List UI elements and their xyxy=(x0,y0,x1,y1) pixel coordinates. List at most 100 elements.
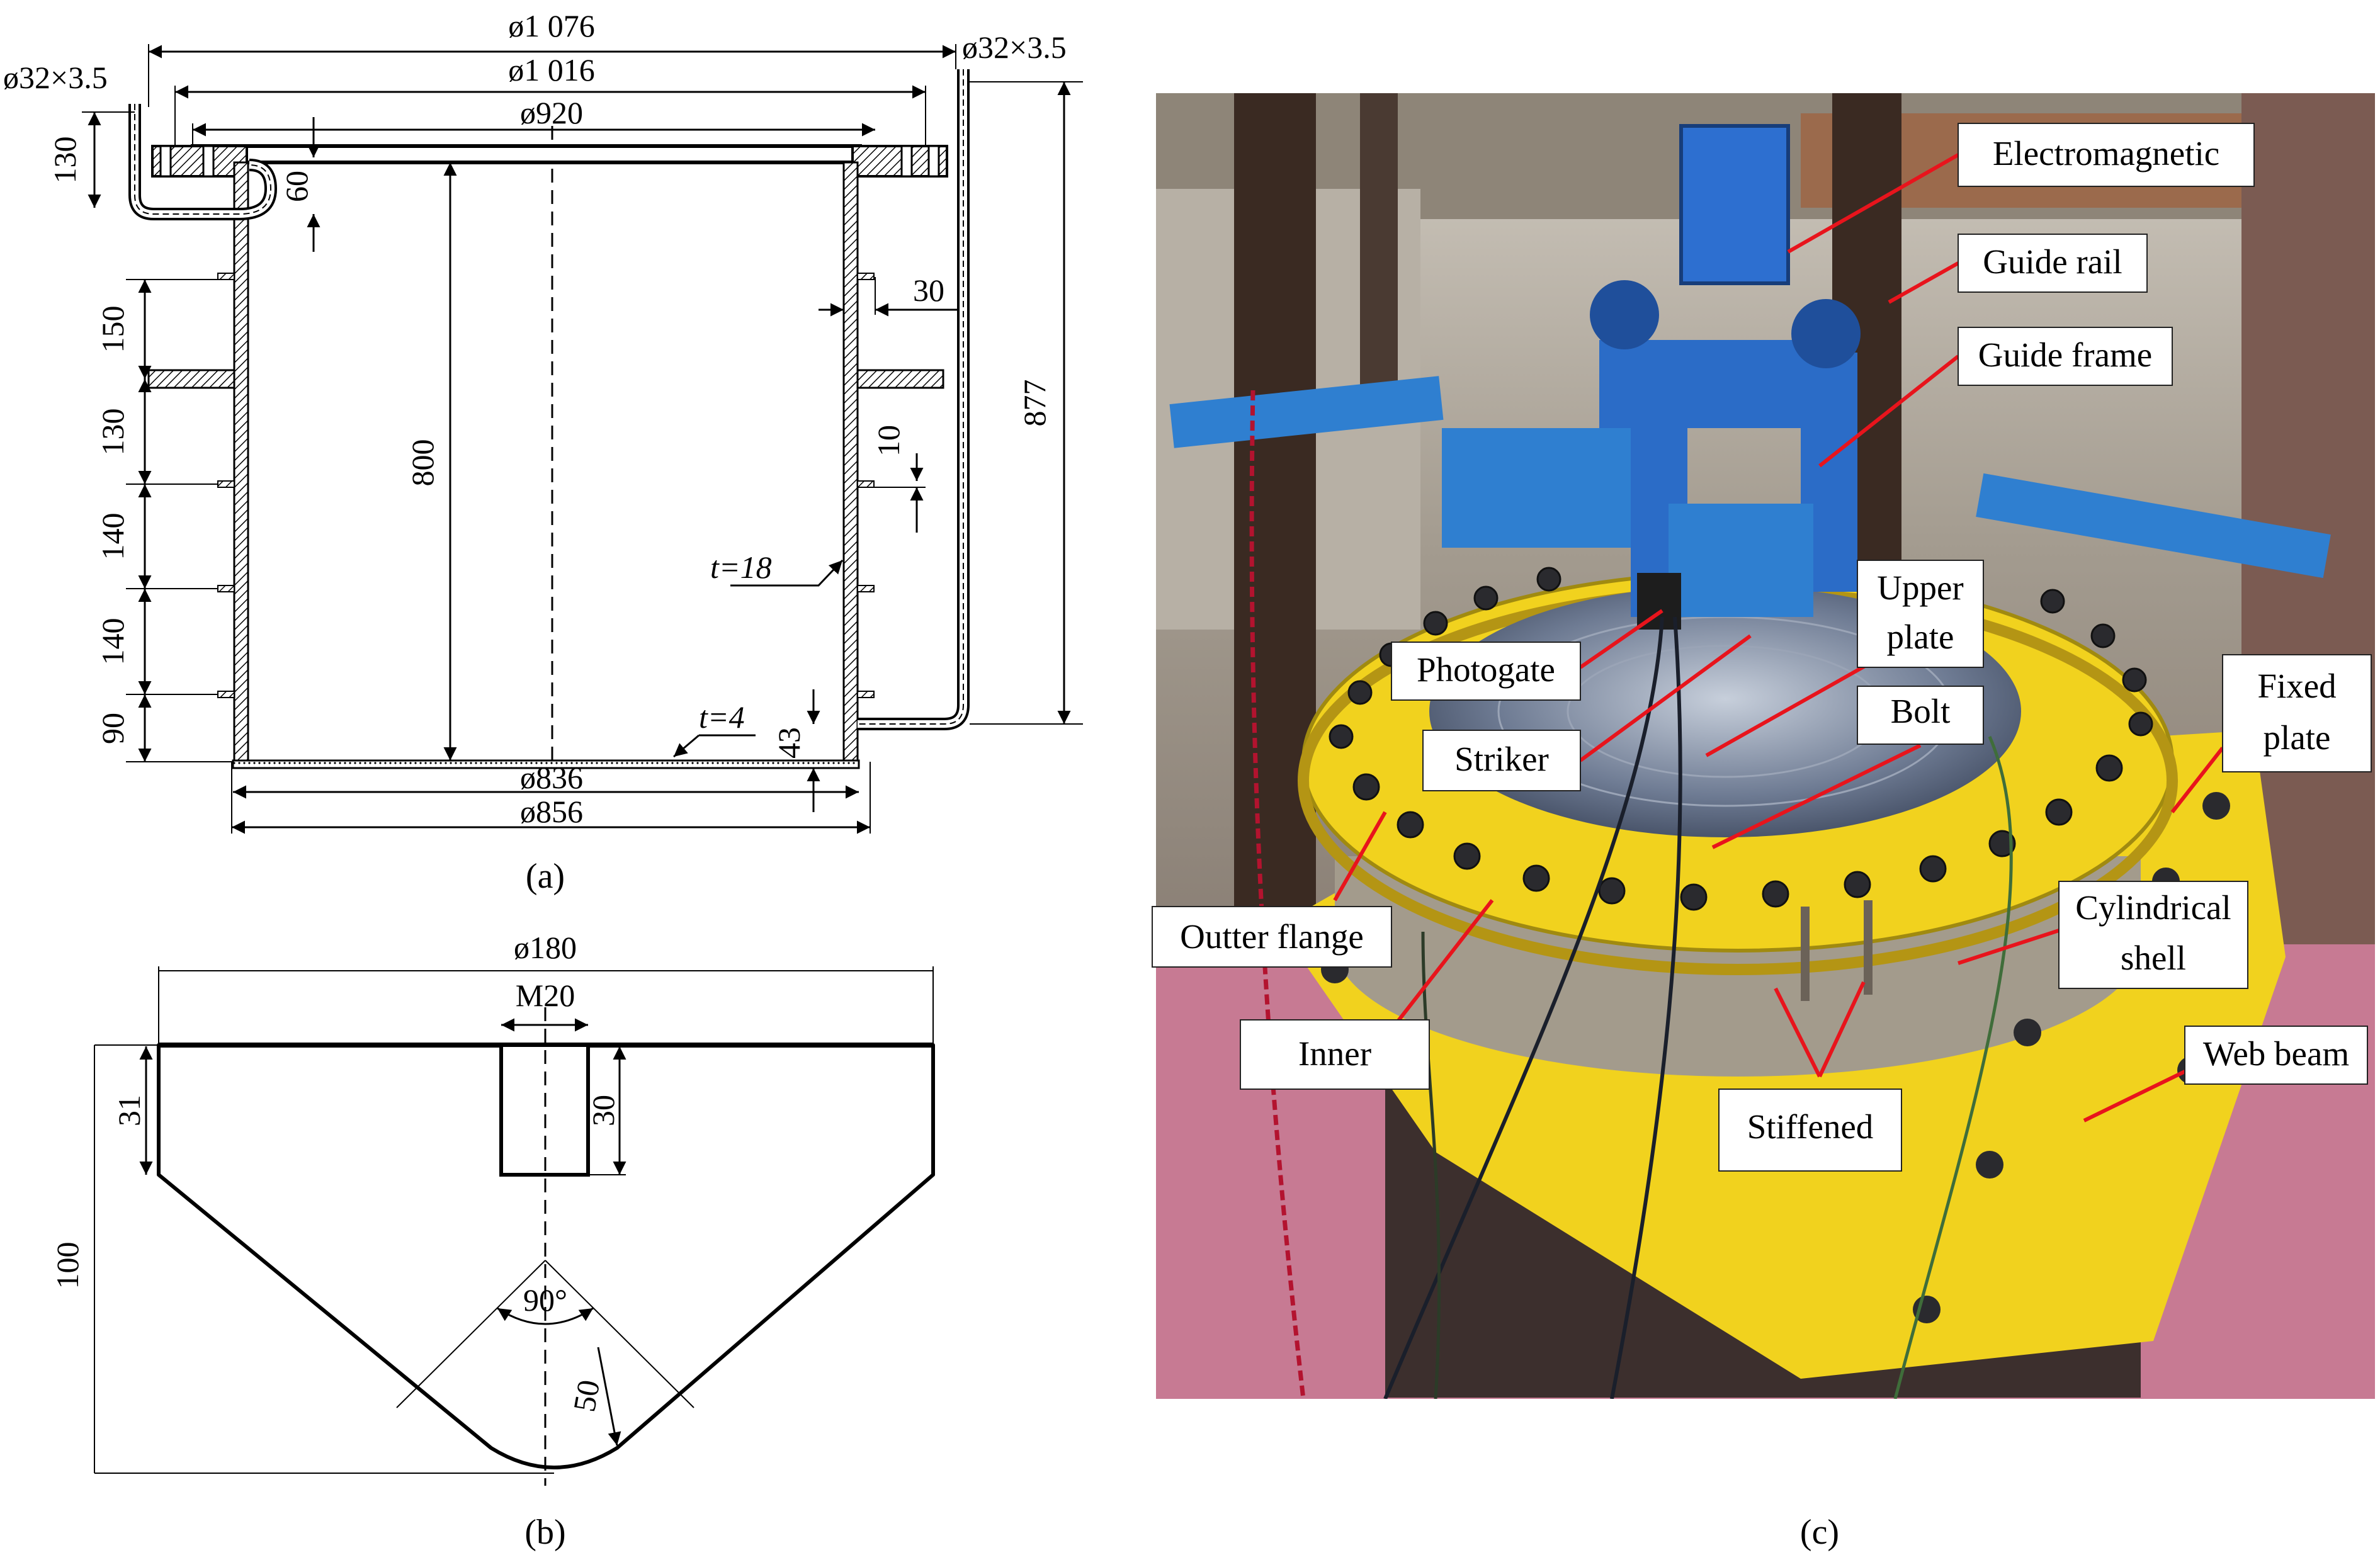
radius-arrow-50 xyxy=(597,1347,621,1446)
photo-striker-carriage xyxy=(1669,504,1813,617)
right-shell-wall xyxy=(842,161,859,763)
top-cover-plate xyxy=(191,144,862,164)
dim-30b-label: 30 xyxy=(586,1095,621,1126)
label-cylindrical-shell-2: shell xyxy=(2121,939,2186,977)
stiffener-left-4 xyxy=(217,691,235,698)
photo-electromagnet xyxy=(1679,124,1790,285)
photo-label-fixed-plate: Fixed plate xyxy=(2222,654,2372,772)
dim-180-label: ø180 xyxy=(514,930,577,965)
panel-a-drawing: ø1 076 ø1 016 ø920 ø32×3.5 ø32×3.5 130 6… xyxy=(3,8,1083,896)
photo-blue-arm-left xyxy=(1169,376,1444,448)
photo-stiffener-2 xyxy=(1864,900,1873,995)
stiffener-right-4 xyxy=(857,691,875,698)
photo-leader-lines xyxy=(1333,153,2224,1122)
dim-31-label: 31 xyxy=(111,1095,147,1126)
bolt-left-1 xyxy=(159,145,172,178)
photo-label-outter-flange: Outter flange xyxy=(1152,906,1392,968)
label-outter-flange: Outter flange xyxy=(1180,917,1364,956)
photo-label-cylindrical-shell: Cylindrical shell xyxy=(2058,881,2248,989)
photo-label-guide-frame: Guide frame xyxy=(1958,327,2173,386)
stiffener-right-3 xyxy=(857,585,875,592)
stiffener-ring-left xyxy=(147,369,235,389)
dim-30-label: 30 xyxy=(913,273,944,308)
dim-t4-label: t=4 xyxy=(699,699,745,735)
photo-label-photogate: Photogate xyxy=(1391,642,1581,701)
bottom-plate xyxy=(232,759,860,769)
photo-stiffener-1 xyxy=(1801,907,1810,1001)
bolt-right-2 xyxy=(927,145,940,178)
dim-43-label: 43 xyxy=(771,727,807,759)
dim-m20-label: M20 xyxy=(516,978,575,1013)
label-cylindrical-shell-1: Cylindrical xyxy=(2075,888,2231,927)
panel-c-photo: Electromagnetic Guide rail Guide frame U… xyxy=(1152,93,2375,1552)
stiffener-right-1 xyxy=(857,273,875,280)
dim-1016-label: ø1 016 xyxy=(508,52,595,88)
photo-column-thin xyxy=(1360,93,1398,408)
label-inner: Inner xyxy=(1298,1034,1371,1073)
angle-arc-90 xyxy=(497,1307,594,1325)
label-electromagnetic: Electromagnetic xyxy=(1993,134,2219,172)
dim-r50-label: 50 xyxy=(566,1377,606,1415)
photo-label-bolt: Bolt xyxy=(1857,686,1984,745)
angle-line-right xyxy=(545,1260,694,1408)
label-upper-plate-1: Upper xyxy=(1877,568,1963,607)
photo-label-stiffened: Stiffened xyxy=(1718,1088,1902,1172)
label-striker: Striker xyxy=(1454,740,1549,778)
pipe-right-label: ø32×3.5 xyxy=(962,30,1067,65)
dim-10-label: 10 xyxy=(871,425,906,456)
dim-90-label: 90 xyxy=(95,713,130,744)
photo-label-inner: Inner xyxy=(1240,1019,1430,1090)
leader-t18 xyxy=(730,559,844,587)
photo-wire-4 xyxy=(1421,931,1441,1399)
caption-a: (a) xyxy=(526,857,565,896)
dim-140a-label: 140 xyxy=(95,513,130,560)
label-fixed-plate-2: plate xyxy=(2264,718,2331,757)
photo-guide-wheel-left xyxy=(1590,280,1659,349)
dim-877-label: 877 xyxy=(1017,380,1052,427)
photo-label-guide-rail: Guide rail xyxy=(1958,234,2148,293)
photo-wire-2 xyxy=(1610,616,1682,1399)
photo-column-left xyxy=(1234,93,1316,1006)
left-shell-wall xyxy=(233,161,249,763)
caption-b: (b) xyxy=(524,1513,565,1552)
stiffener-right-2 xyxy=(857,480,875,488)
right-pipe-center xyxy=(858,69,964,725)
label-guide-rail: Guide rail xyxy=(1983,242,2122,281)
stiffener-left-2 xyxy=(217,480,235,488)
angle-line-left xyxy=(396,1260,546,1408)
panel-b-drawing: ø180 M20 31 30 100 90° 50 (b) xyxy=(50,930,935,1552)
label-fixed-plate-1: Fixed xyxy=(2257,667,2336,705)
dim-150-label: 150 xyxy=(95,306,130,353)
photo-guide-wheel-right xyxy=(1791,299,1861,368)
label-bolt: Bolt xyxy=(1891,692,1951,730)
bolt-left-2 xyxy=(202,145,215,178)
photo-label-electromagnetic: Electromagnetic xyxy=(1958,123,2255,187)
dim-60-label: 60 xyxy=(279,171,314,202)
caption-c: (c) xyxy=(1800,1513,1839,1552)
dim-t18-label: t=18 xyxy=(710,550,772,585)
dim-920-label: ø920 xyxy=(520,95,583,130)
photo-blue-beam xyxy=(1442,428,1662,548)
photo-blue-arm-right xyxy=(1976,473,2331,579)
photo-wire-3 xyxy=(1893,736,2013,1399)
dim-856-label: ø856 xyxy=(520,794,583,829)
dim-140b-label: 140 xyxy=(95,618,130,665)
dim-836-label: ø836 xyxy=(520,760,583,795)
label-guide-frame: Guide frame xyxy=(1978,336,2152,374)
label-upper-plate-2: plate xyxy=(1887,618,1954,656)
label-stiffened: Stiffened xyxy=(1747,1107,1874,1146)
leader-t4-b xyxy=(673,734,700,758)
dim-1076-label: ø1 076 xyxy=(508,8,595,43)
photo-label-striker: Striker xyxy=(1422,730,1581,791)
photo-label-upper-plate: Upper plate xyxy=(1857,560,1984,668)
label-photogate: Photogate xyxy=(1417,650,1555,689)
dim-130-top-label: 130 xyxy=(47,137,82,184)
bolt-right-1 xyxy=(900,145,913,178)
stiffener-ring-right xyxy=(856,369,944,389)
dim-90deg-label: 90° xyxy=(523,1282,567,1318)
dim-130-label: 130 xyxy=(95,409,130,456)
stiffener-left-3 xyxy=(217,585,235,592)
dim-100-label: 100 xyxy=(50,1242,85,1289)
photo-label-web-beam: Web beam xyxy=(2184,1026,2368,1085)
dim-800-label: 800 xyxy=(405,439,440,487)
